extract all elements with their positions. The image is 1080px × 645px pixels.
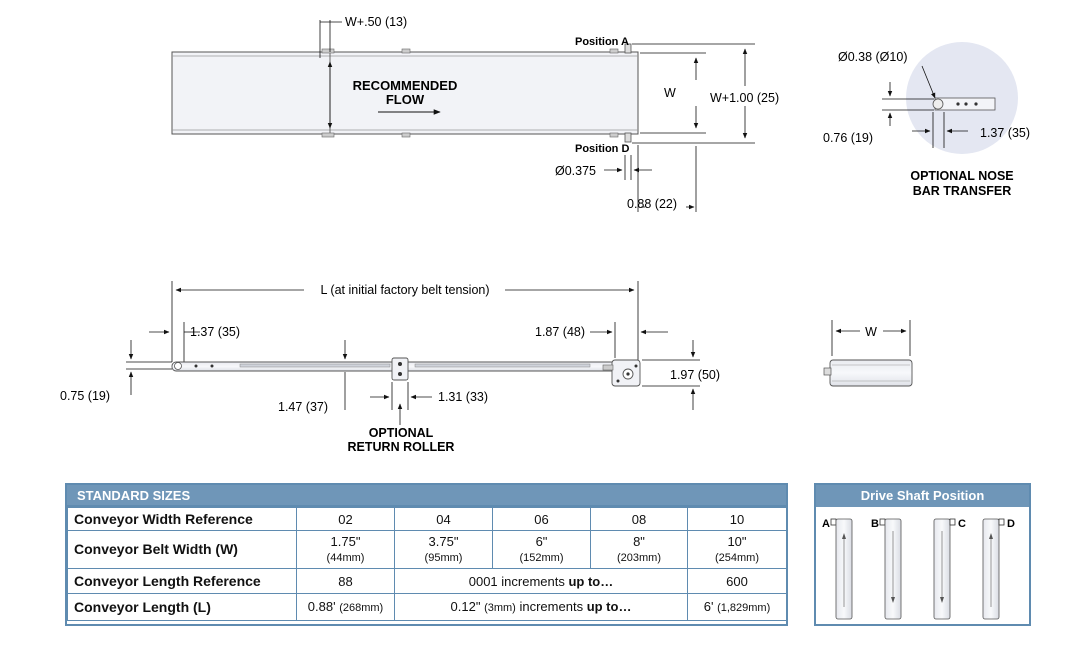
cell-sub: (152mm) [519,551,564,564]
table-row: Conveyor Width Reference 02 04 06 08 10 [67,507,787,531]
drive-shaft-d [624,132,632,143]
sizes-grid: Conveyor Width Reference 02 04 06 08 10 … [67,507,787,621]
dim-nose-dia: Ø0.38 (Ø10) [838,50,907,64]
position-letter-d: D [1007,518,1015,530]
table-cell: 600 [687,568,787,594]
dim-nose-len: 1.37 (35) [980,126,1030,140]
standard-sizes-title: STANDARD SIZES [67,485,786,507]
shaft-position-d: D [982,518,1015,620]
dim-w-plus-50: W+.50 (13) [345,15,407,29]
shaft-position-c: C [933,518,966,620]
position-letter-b: B [871,518,879,530]
return-roller-caption-line1: OPTIONAL [369,426,434,440]
dim-left-height: 0.75 (19) [60,389,110,403]
shaft-position-b: B [871,518,902,620]
cell-text: 0001 increments [468,573,565,589]
cell-main: 1.75" [330,533,361,549]
flow-label-line1: RECOMMENDED [353,78,458,93]
dim-left-end: 1.37 (35) [190,325,240,339]
position-a-label: Position A [575,36,629,48]
table-cell: 6' (1,829mm) [687,593,787,621]
table-cell: 8" (203mm) [590,530,688,569]
dim-w-top: W [664,86,676,100]
top-view: W+.50 (13) RECOMMENDED FLOW Position A P… [171,15,779,212]
dim-shaft-dia: Ø0.375 [555,164,596,178]
drive-shaft-title: Drive Shaft Position [816,485,1029,507]
cell-main: 0.88' [307,598,336,614]
nose-caption-line1: OPTIONAL NOSE [910,169,1013,183]
cell-emphasis: up to… [568,573,614,589]
nose-bar-detail: Ø0.38 (Ø10) 0.76 (19) 1.37 (35) OPTIONAL… [823,42,1030,198]
dim-end-w: W [865,325,877,339]
dim-right-end: 1.87 (48) [535,325,585,339]
table-cell: 88 [296,568,395,594]
table-cell: 10 [687,507,787,531]
cell-main: 6" [535,533,548,549]
end-view: W [823,320,913,387]
cell-sub: (254mm) [714,551,759,564]
table-cell: 04 [394,507,493,531]
return-roller-caption-line2: RETURN ROLLER [348,440,455,454]
table-cell: 0.12" (3mm) increments up to… [394,593,688,621]
conveyor-end-frame [829,359,913,387]
dim-w-plus-100: W+1.00 (25) [710,91,779,105]
row-label: Conveyor Belt Width (W) [67,530,297,569]
table-row: Conveyor Length (L) 0.88' (268mm) 0.12" … [67,593,787,621]
cell-main: 8" [633,533,645,549]
cell-sub: (203mm) [616,551,661,564]
dim-length: L (at initial factory belt tension) [320,283,489,297]
conveyor-top-frame [171,51,639,135]
row-label: Conveyor Length Reference [67,568,297,594]
table-cell: 1.75" (44mm) [296,530,395,569]
cell-sub: (268mm) [339,601,384,614]
dim-roller-right: 1.31 (33) [438,390,488,404]
dim-nose-thick: 0.76 (19) [823,131,873,145]
cell-sub: (95mm) [424,551,463,564]
nose-caption-line2: BAR TRANSFER [913,184,1012,198]
drive-shaft-position-panel: Drive Shaft Position A B C [814,483,1031,626]
cell-sub: (44mm) [326,551,365,564]
cell-text: increments [519,598,584,614]
table-cell: 0.88' (268mm) [296,593,395,621]
table-row: Conveyor Belt Width (W) 1.75" (44mm) 3.75… [67,530,787,569]
cell-main: 3.75" [428,533,459,549]
position-letter-c: C [958,518,966,530]
table-cell: 02 [296,507,395,531]
dim-right-height: 1.97 (50) [670,368,720,382]
drive-shaft-diagrams: A B C D [822,518,1015,620]
cell-sub: (3mm) [484,601,516,614]
shaft-position-a: A [822,518,853,620]
table-cell: 10" (254mm) [687,530,787,569]
position-d-label: Position D [575,143,629,155]
table-cell: 06 [492,507,591,531]
position-letter-a: A [822,518,830,530]
table-row: Conveyor Length Reference 88 0001 increm… [67,568,787,594]
cell-main: 0.12" [450,598,481,614]
dim-shaft-ext: 0.88 (22) [627,197,677,211]
table-cell: 0001 increments up to… [394,568,688,594]
flow-label-line2: FLOW [386,92,425,107]
table-cell: 08 [590,507,688,531]
table-cell: 3.75" (95mm) [394,530,493,569]
cell-sub: (1,829mm) [717,601,771,614]
cell-emphasis: up to… [586,598,632,614]
return-roller-bracket [391,357,409,381]
dim-roller-left: 1.47 (37) [278,400,328,414]
cell-main: 6' [703,598,714,614]
cell-main: 10" [727,533,747,549]
side-view: L (at initial factory belt tension) 1.37… [60,281,720,454]
standard-sizes-table: STANDARD SIZES Conveyor Width Reference … [65,483,788,626]
row-label: Conveyor Length (L) [67,593,297,621]
row-label: Conveyor Width Reference [67,507,297,531]
drive-shaft-a [624,43,632,54]
table-cell: 6" (152mm) [492,530,591,569]
